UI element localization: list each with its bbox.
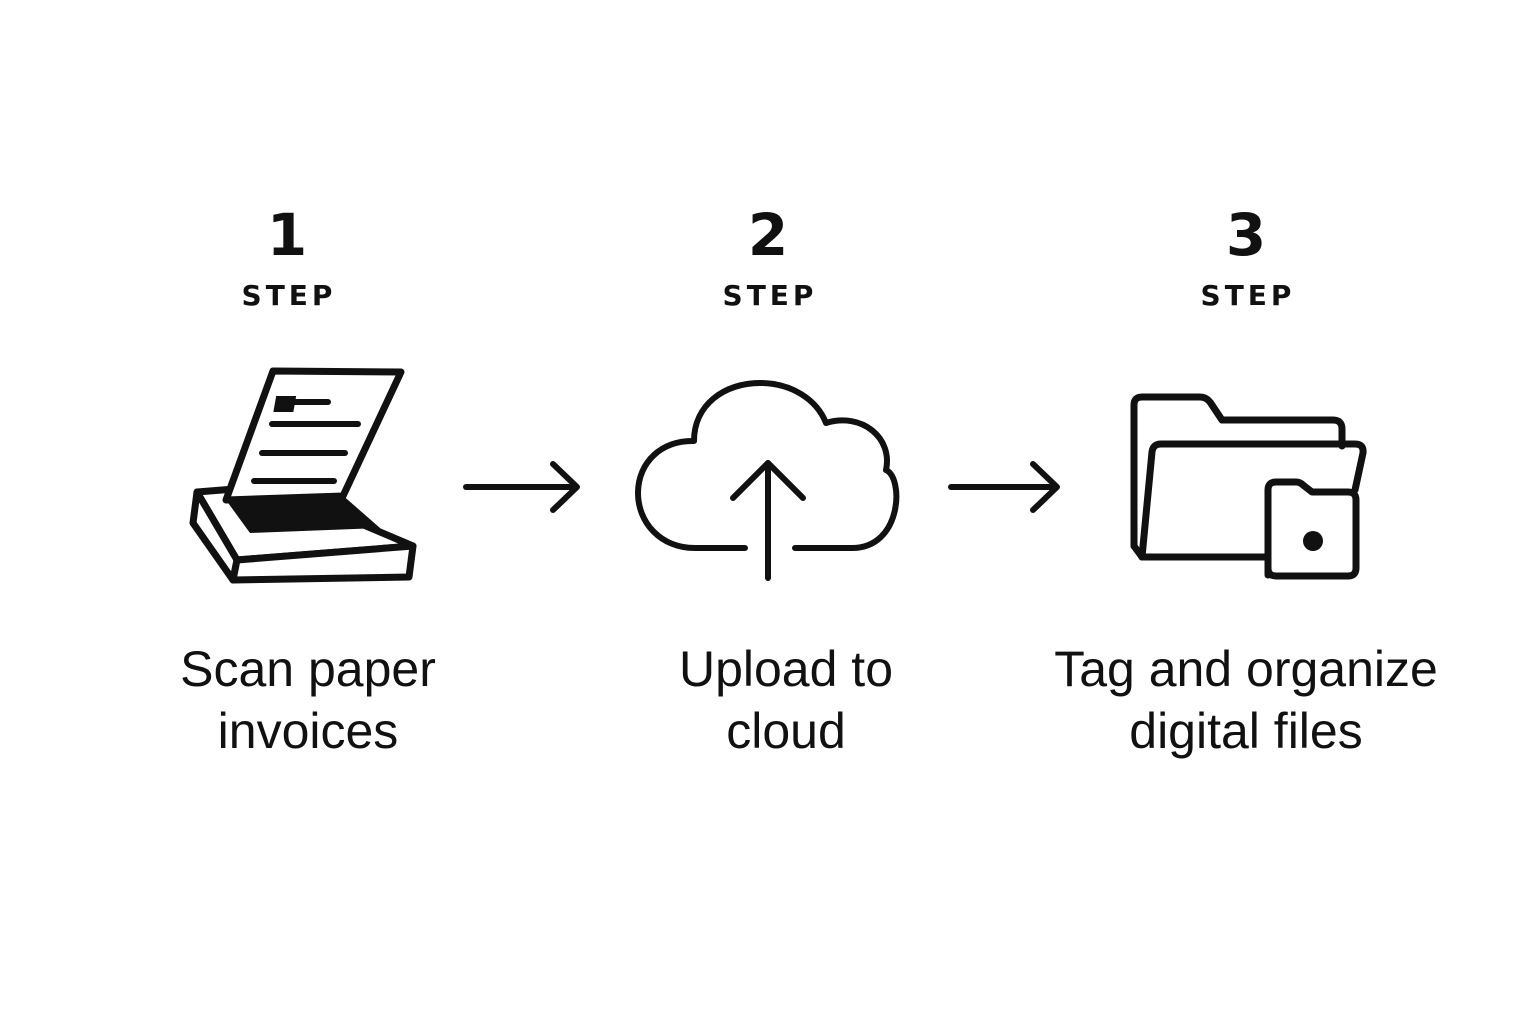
- step-1-label: STEP: [241, 279, 337, 312]
- step-2-label: STEP: [722, 279, 818, 312]
- step-3-caption-line2: digital files: [1129, 703, 1363, 759]
- step-1-caption-line1: Scan paper: [180, 641, 436, 697]
- step-3-caption-line1: Tag and organize: [1054, 641, 1438, 697]
- step-2-caption-line1: Upload to: [678, 641, 894, 697]
- step-2-caption-line2: cloud: [726, 703, 846, 759]
- arrow-right-icon: [463, 461, 580, 513]
- step-1-number: 1: [266, 201, 308, 269]
- folder-icon: [1130, 393, 1367, 580]
- step-1-caption: Scan paper invoices: [78, 638, 538, 762]
- step-3-number: 3: [1225, 201, 1267, 269]
- step-3-caption: Tag and organize digital files: [1016, 638, 1476, 762]
- step-2-caption: Upload to cloud: [556, 638, 1016, 762]
- arrow-right-icon: [948, 461, 1060, 513]
- step-1-caption-line2: invoices: [217, 703, 399, 759]
- step-3-label: STEP: [1200, 279, 1296, 312]
- cloud-upload-icon: [635, 380, 900, 581]
- scanner-icon: [189, 367, 417, 584]
- step-2-number: 2: [747, 201, 789, 269]
